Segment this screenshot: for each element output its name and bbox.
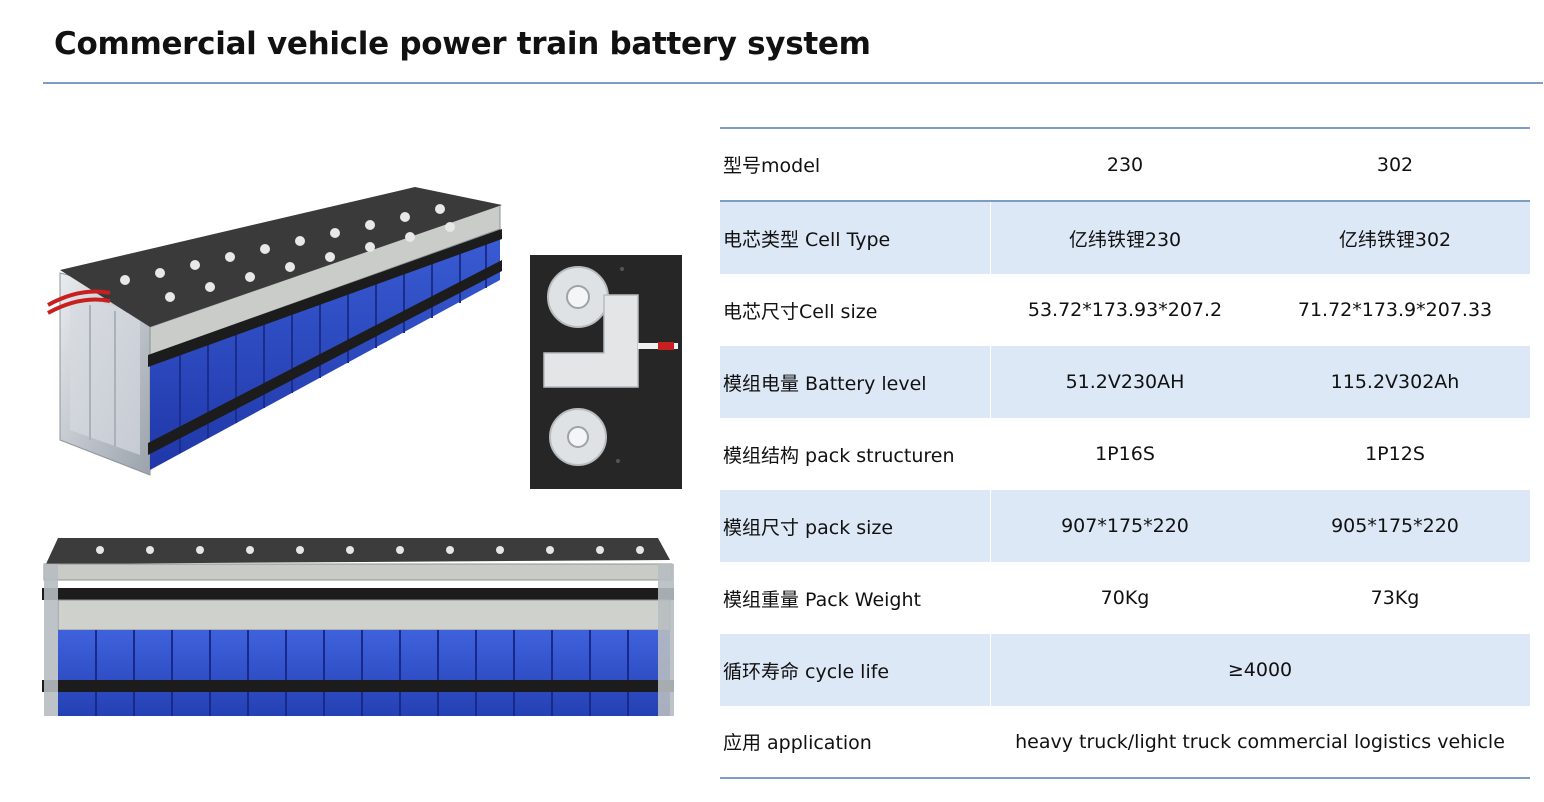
- table-row-pack-size: 模组尺寸 pack size 907*175*220 905*175*220: [720, 490, 1530, 562]
- table-row-pack-weight: 模组重量 Pack Weight 70Kg 73Kg: [720, 562, 1530, 634]
- row-label: 电芯类型 Cell Type: [723, 228, 891, 251]
- table-row-cycle-life: 循环寿命 cycle life ≥4000: [720, 634, 1530, 706]
- table-row-application: 应用 application heavy truck/light truck c…: [720, 706, 1530, 777]
- row-value-302: 73Kg: [1370, 587, 1420, 609]
- row-label: 应用 application: [723, 732, 872, 754]
- row-value-302: 71.72*173.9*207.33: [1297, 299, 1493, 321]
- table-header-row: 型号model 230 302: [720, 129, 1530, 202]
- row-value-230: 53.72*173.93*207.2: [1027, 299, 1223, 321]
- row-label: 循环寿命 cycle life: [723, 660, 890, 683]
- table-row-battery-level: 模组电量 Battery level 51.2V230AH 115.2V302A…: [720, 346, 1530, 418]
- row-value-230: 51.2V230AH: [1065, 371, 1185, 393]
- terminal-closeup-photo: [530, 255, 682, 489]
- row-value-302: 905*175*220: [1331, 515, 1459, 537]
- row-label: 模组电量 Battery level: [723, 372, 927, 395]
- row-value-302: 1P12S: [1365, 443, 1425, 465]
- table-row-cell-size: 电芯尺寸Cell size 53.72*173.93*207.2 71.72*1…: [720, 274, 1530, 346]
- row-value-230: 亿纬铁锂230: [1068, 228, 1182, 251]
- row-value-302: 亿纬铁锂302: [1338, 228, 1452, 251]
- row-label: 模组结构 pack structuren: [723, 444, 955, 467]
- table-row-cell-type: 电芯类型 Cell Type 亿纬铁锂230 亿纬铁锂302: [720, 202, 1530, 274]
- row-label: 电芯尺寸Cell size: [723, 300, 878, 323]
- row-value-302: 115.2V302Ah: [1330, 371, 1460, 393]
- battery-module-photo: [30, 185, 515, 480]
- row-value-230: 907*175*220: [1061, 515, 1189, 537]
- row-value-merged: heavy truck/light truck commercial logis…: [1015, 730, 1505, 753]
- header-label: 型号model: [723, 155, 821, 177]
- row-label: 模组尺寸 pack size: [723, 516, 894, 539]
- table-row-pack-structure: 模组结构 pack structuren 1P16S 1P12S: [720, 418, 1530, 490]
- spec-table: 型号model 230 302 电芯类型 Cell Type 亿纬铁锂230 亿…: [720, 127, 1530, 779]
- battery-module-front-photo: [40, 530, 680, 720]
- page-title: Commercial vehicle power train battery s…: [54, 26, 871, 62]
- title-divider: [43, 82, 1543, 84]
- row-value-230: 1P16S: [1095, 443, 1155, 465]
- header-col-302: 302: [1376, 153, 1414, 176]
- row-value-230: 70Kg: [1100, 587, 1150, 609]
- header-col-230: 230: [1106, 153, 1144, 176]
- row-label: 模组重量 Pack Weight: [723, 588, 921, 611]
- row-value-merged: ≥4000: [1227, 659, 1293, 681]
